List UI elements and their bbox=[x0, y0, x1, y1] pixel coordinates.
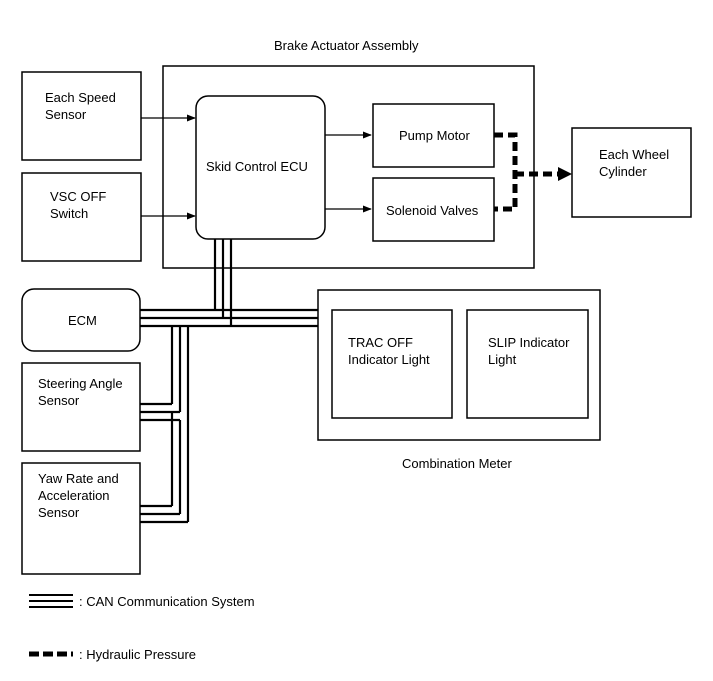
each-wheel-cylinder-box bbox=[571, 127, 692, 218]
hydraulic-pressure-lines bbox=[494, 132, 560, 212]
skid-control-ecu-box bbox=[195, 95, 326, 240]
trac-off-indicator-box bbox=[331, 309, 453, 419]
combination-meter-title: Combination Meter bbox=[402, 456, 512, 471]
yaw-rate-sensor-label: Yaw Rate and Acceleration Sensor bbox=[38, 471, 119, 520]
ecm-box bbox=[21, 288, 141, 352]
vsc-off-switch-label: VSC OFF Switch bbox=[50, 189, 107, 221]
steering-angle-sensor-label: Steering Angle Sensor bbox=[38, 376, 123, 408]
brake-actuator-assembly-title: Brake Actuator Assembly bbox=[274, 38, 419, 53]
skid-control-ecu-label: Skid Control ECU bbox=[206, 159, 308, 174]
combination-meter-frame bbox=[317, 289, 601, 441]
pump-motor-label: Pump Motor bbox=[399, 128, 470, 143]
yaw-rate-sensor-box bbox=[21, 462, 141, 575]
each-speed-sensor-box bbox=[21, 71, 142, 161]
each-wheel-cylinder-label: Each Wheel Cylinder bbox=[599, 147, 670, 179]
vsc-off-switch-box bbox=[21, 172, 142, 262]
solenoid-valves-label: Solenoid Valves bbox=[386, 203, 479, 218]
steering-angle-sensor-box bbox=[21, 362, 141, 452]
hydraulic-arrowhead bbox=[558, 167, 572, 181]
each-speed-sensor-label: Each Speed Sensor bbox=[45, 90, 116, 122]
slip-indicator-label: SLIP Indicator Light bbox=[488, 335, 570, 367]
can-communication-bus bbox=[140, 239, 318, 524]
legend-hydraulic-label: : Hydraulic Pressure bbox=[79, 647, 197, 662]
legend-can-symbol bbox=[29, 594, 73, 608]
legend-can-label: : CAN Communication System bbox=[79, 594, 255, 609]
trac-off-indicator-label: TRAC OFF Indicator Light bbox=[348, 335, 430, 367]
brake-actuator-assembly-frame bbox=[162, 65, 535, 269]
slip-indicator-box bbox=[466, 309, 589, 419]
ecm-label: ECM bbox=[68, 313, 97, 328]
